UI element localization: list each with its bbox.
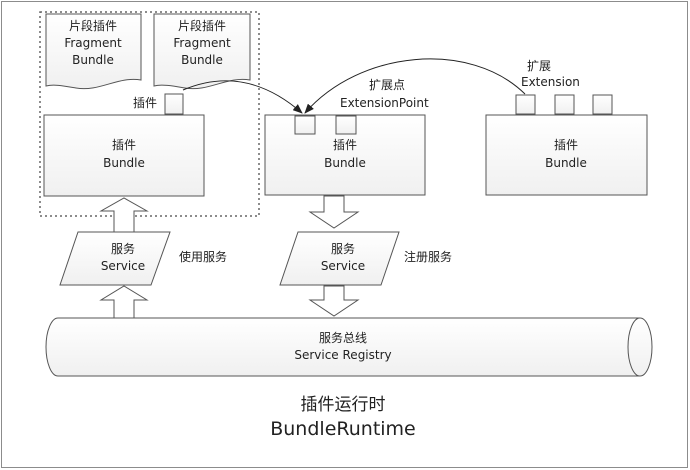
fragment-2-label-en: Fragment: [173, 36, 231, 50]
extension-port-1: [515, 94, 536, 115]
plugin-to-extension-point-arrow: [182, 80, 303, 114]
bundle-3-label-en: Bundle: [545, 156, 587, 170]
service-2-label-en: Service: [321, 259, 365, 273]
extension-port-3: [592, 94, 613, 115]
extension-to-extension-point-arrow: [304, 58, 526, 114]
bundle-box-1: 插件 Bundle: [43, 114, 205, 197]
fragment-1-label-en2: Bundle: [72, 53, 114, 67]
fragment-bundle-2: 片段插件 Fragment Bundle: [153, 13, 251, 90]
registry-label-en: Service Registry: [294, 348, 391, 362]
service-2-label-zh: 服务: [331, 241, 355, 256]
registry-up-arrow: [99, 285, 149, 319]
register-service-label: 注册服务: [404, 249, 452, 264]
bundle-box-3: 插件 Bundle: [485, 114, 648, 196]
runtime-title-zh: 插件运行时: [301, 395, 386, 415]
plugin-port-label: 插件: [133, 96, 157, 110]
fragment-1-label-en: Fragment: [64, 36, 122, 50]
bundle-1-label-zh: 插件: [112, 138, 136, 152]
service-1-label-zh: 服务: [111, 241, 135, 256]
service-use: 服务 Service: [59, 231, 171, 286]
extension-point-port-1: [294, 115, 316, 135]
extension-point-port-2: [335, 115, 357, 135]
bundle-2-label-zh: 插件: [333, 138, 357, 152]
bundle-1-label-en: Bundle: [103, 156, 145, 170]
fragment-1-label-zh: 片段插件: [69, 18, 117, 33]
service-1-label-en: Service: [101, 259, 145, 273]
fragment-2-label-zh: 片段插件: [178, 18, 226, 33]
registry-label-zh: 服务总线: [319, 330, 367, 345]
registry-down-arrow: [308, 285, 360, 317]
runtime-title-en: BundleRuntime: [270, 418, 416, 440]
extension-point-label-en: ExtensionPoint: [340, 96, 429, 110]
fragment-bundle-1: 片段插件 Fragment Bundle: [45, 13, 142, 90]
extension-label-zh: 扩展: [527, 59, 551, 73]
service-register: 服务 Service: [279, 231, 400, 286]
extension-port-2: [554, 94, 575, 115]
plugin-port: [164, 93, 184, 115]
bundle-2-label-en: Bundle: [324, 156, 366, 170]
bundle-3-label-zh: 插件: [554, 138, 578, 152]
use-service-label: 使用服务: [179, 249, 227, 264]
fragment-2-label-en2: Bundle: [181, 53, 223, 67]
use-service-up-arrow: [99, 197, 149, 233]
service-registry-bus: 服务总线 Service Registry: [45, 317, 653, 377]
fragment-group-boundary: [39, 11, 260, 217]
register-service-down-arrow: [308, 195, 360, 229]
extension-point-label-zh: 扩展点: [369, 78, 405, 92]
extension-label-en: Extension: [521, 75, 580, 89]
